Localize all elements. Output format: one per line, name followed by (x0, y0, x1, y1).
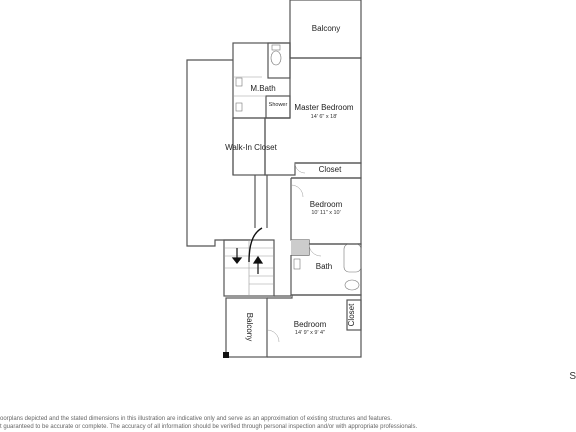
toilet-icon (344, 279, 360, 291)
closet-mid-label: Closet (319, 165, 342, 174)
sink-icon (235, 102, 243, 112)
stair-arrow-up-icon (252, 255, 264, 264)
bath-entry-wall (291, 240, 309, 255)
outer-left-wall (186, 59, 250, 247)
toilet-icon (270, 50, 282, 66)
balcony-top-label: Balcony (312, 24, 340, 33)
walk-in-closet-label: Walk-In Closet (225, 143, 277, 152)
master-bedroom-label: Master Bedroom (294, 103, 353, 112)
toilet-nook (267, 42, 291, 79)
bath-label: Bath (316, 262, 332, 271)
door-swing (266, 329, 280, 343)
door-swing (294, 162, 306, 174)
stair-arrow-down-icon (231, 257, 243, 264)
sink-icon (293, 258, 301, 270)
door-swing (290, 184, 304, 198)
bedroom-mid-label: Bedroom (310, 200, 343, 209)
m-bath-label: M.Bath (250, 84, 275, 93)
bathtub-icon (343, 243, 362, 273)
closet-bottom-label: Closet (347, 303, 356, 326)
bedroom-bottom-dim: 14' 9" x 9' 4" (295, 330, 325, 336)
door-swing (308, 243, 322, 257)
sink-icon (235, 77, 243, 87)
bedroom-mid-dim: 10' 11" x 10' (311, 210, 340, 216)
corner-letter: S (569, 371, 576, 382)
shower-label: Shower (269, 102, 288, 108)
corner-post (223, 352, 229, 358)
disclaimer-line-1: oorplans depicted and the stated dimensi… (0, 416, 392, 422)
bedroom-bottom-outline (267, 294, 362, 358)
toilet-tank-icon (271, 44, 281, 51)
balcony-bottom-label: Balcony (245, 313, 254, 341)
balcony-bottom-outline (225, 297, 268, 358)
bedroom-bottom-label: Bedroom (294, 320, 327, 329)
disclaimer-line-2: t guaranteed to be accurate or complete.… (0, 424, 418, 430)
closet-bottom-outline (346, 299, 362, 331)
stair-railing-curve (248, 227, 263, 263)
master-bedroom-dim: 14' 6" x 18' (311, 114, 338, 120)
